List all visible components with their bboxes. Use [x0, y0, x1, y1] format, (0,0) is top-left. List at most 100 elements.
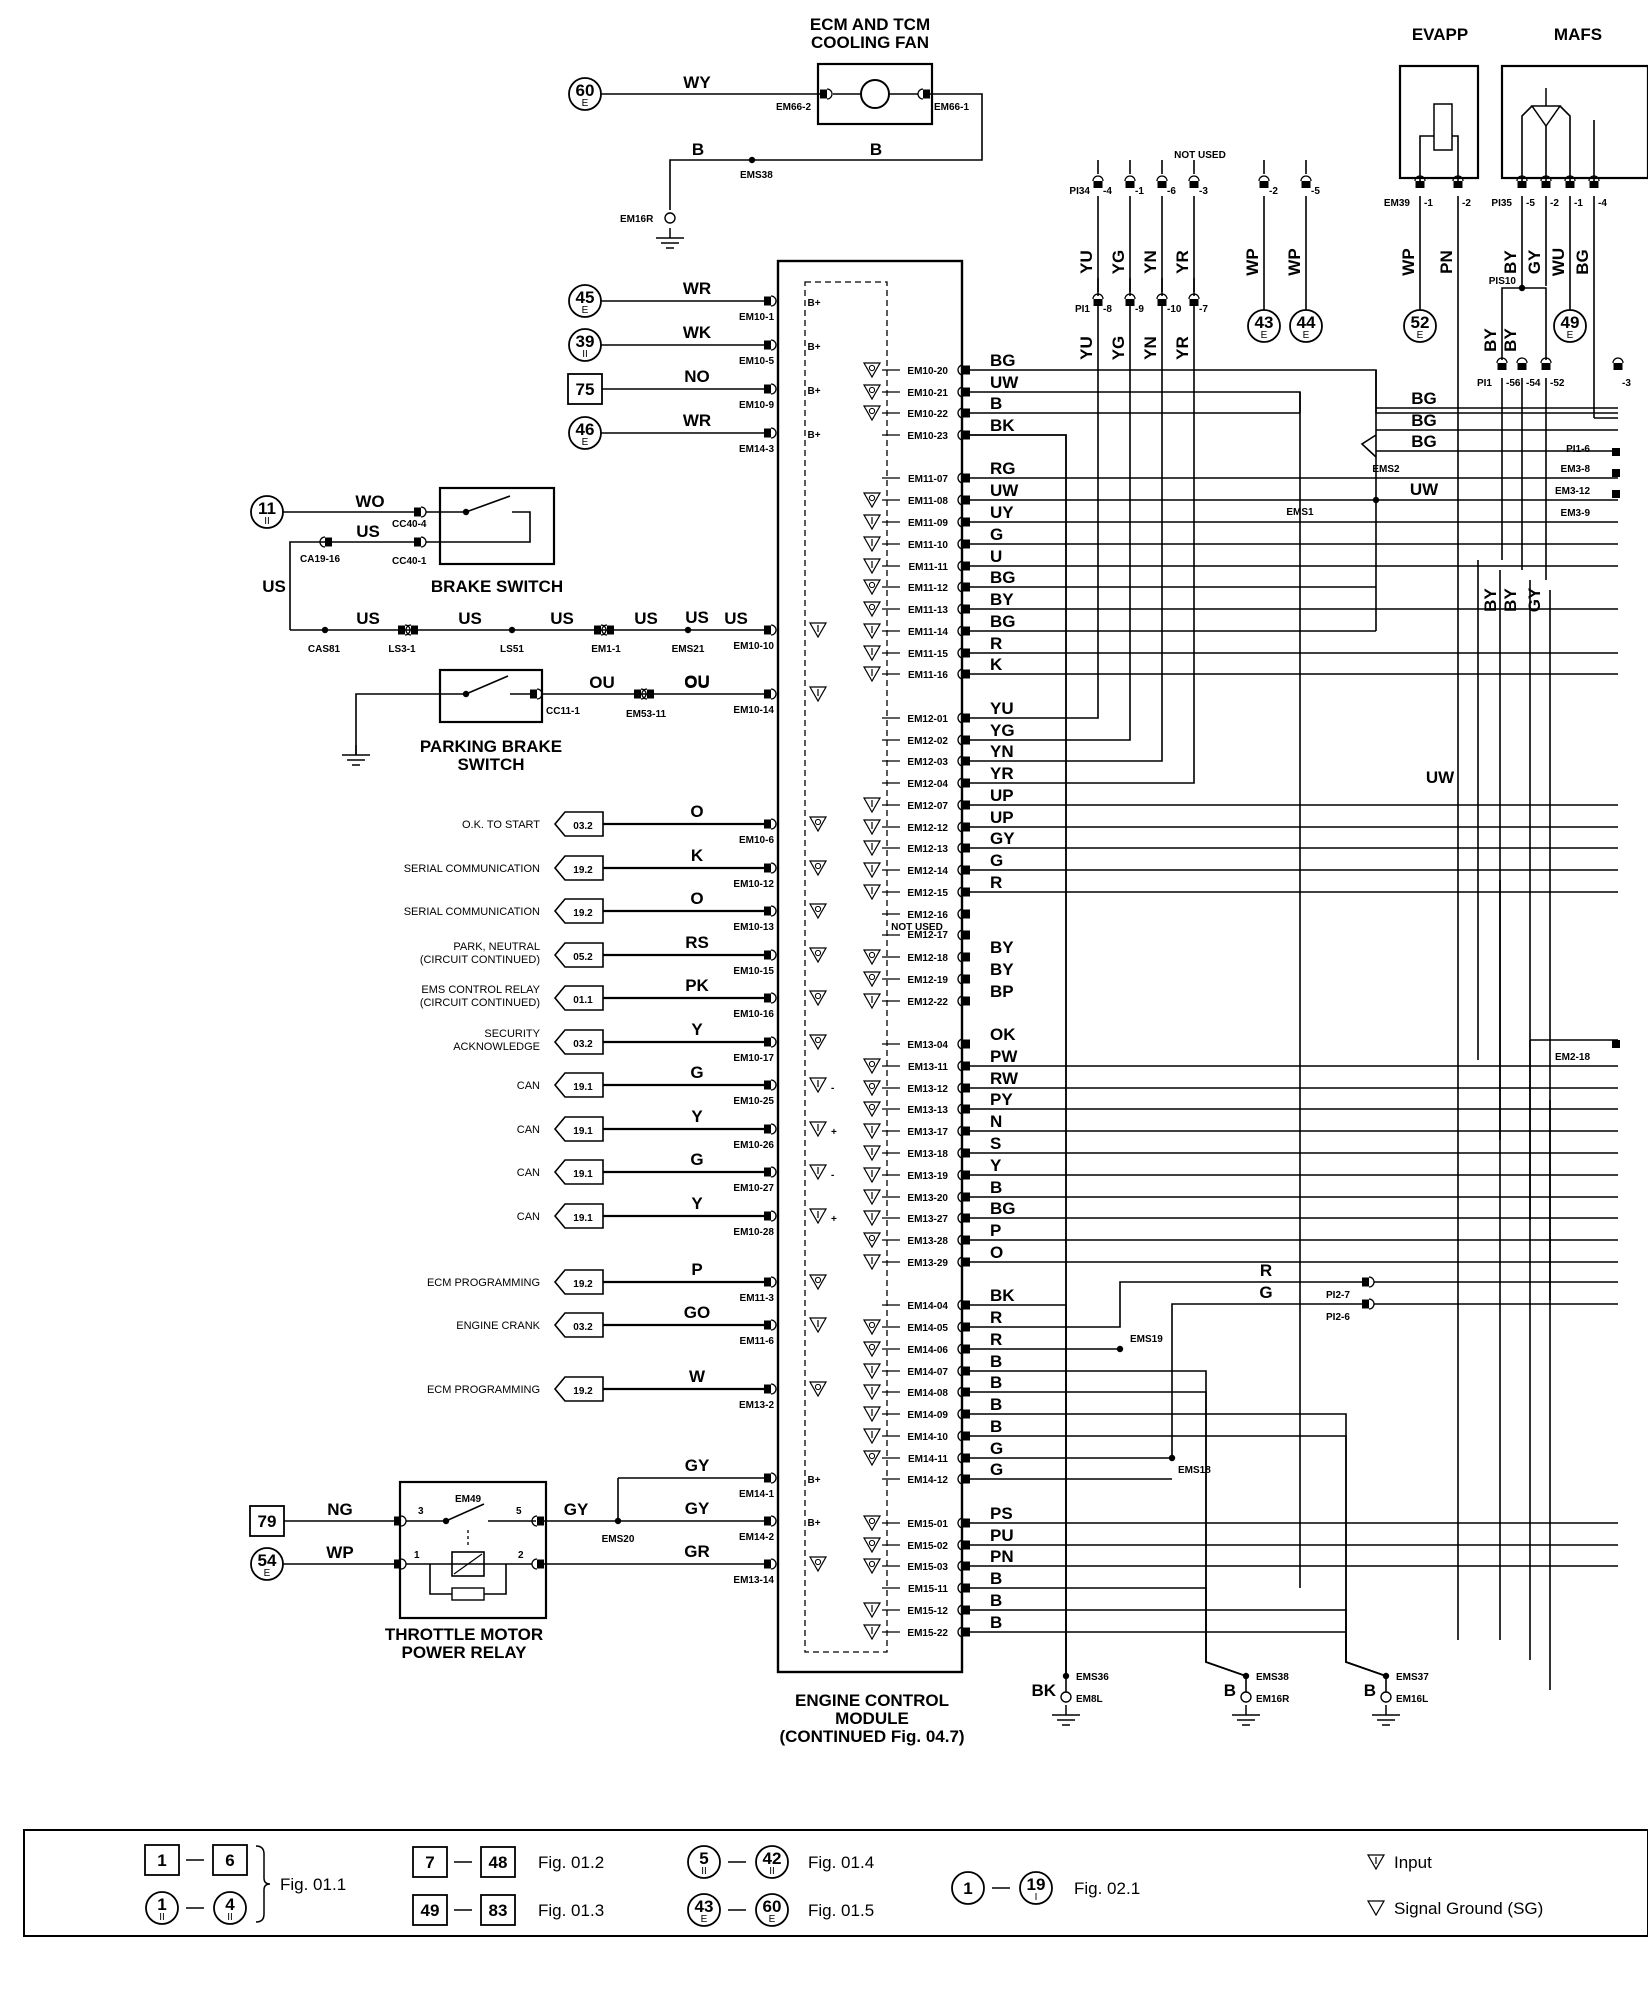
ecm-right-connector	[957, 364, 971, 376]
ecm-right-symbol	[863, 949, 881, 965]
ecm-right-pin-em14-06: EM14-06R	[863, 1330, 1002, 1357]
splice-ls51	[508, 626, 516, 634]
legend-range-1-6-to-num: 6	[225, 1851, 234, 1870]
ecm-left-pin-connector	[763, 1210, 777, 1222]
label-wp-relay: WP	[326, 1543, 353, 1562]
ecm-right-connector	[957, 864, 971, 876]
ecm-right-pin-label: EM14-11	[908, 1454, 948, 1465]
label-cc40-4: CC40-4	[392, 519, 427, 530]
ref-60-number: 60	[576, 81, 595, 100]
ecm-right-connector	[957, 1408, 971, 1420]
evapp-color-pn: PN	[1437, 250, 1456, 274]
ecm-right-connector	[957, 1038, 971, 1050]
label-cas81: CAS81	[308, 644, 341, 655]
ref-46: 46E	[568, 416, 602, 450]
evapp-title: EVAPP	[1412, 25, 1468, 44]
splice-ems21	[684, 626, 692, 634]
evapp-body	[1398, 64, 1480, 180]
pi1b-pin-num: -54	[1526, 378, 1541, 389]
mid-vertical-color: GY	[1525, 587, 1544, 612]
ecm-right-symbol	[863, 1624, 881, 1640]
legend-range-43-60-to-sub: E	[769, 1914, 776, 1925]
ecm-left-pin-connector	[763, 1123, 777, 1135]
ecm-right-symbol	[863, 1189, 881, 1205]
ecm-right-wire-color: RW	[990, 1069, 1019, 1088]
fan-title-2: COOLING FAN	[811, 33, 929, 52]
ecm-right-connector	[957, 407, 971, 419]
ecm-right-wire-color: UW	[990, 481, 1019, 500]
mafs-sensor-icon	[1530, 105, 1562, 128]
ecm-right-connector	[957, 755, 971, 767]
ecm-left-pin-label: EM14-2	[739, 1532, 774, 1543]
ecm-right-wire-color: GY	[990, 829, 1015, 848]
ecm-right-wire-color: B	[990, 1178, 1002, 1197]
label-ca19-16: CA19-16	[300, 554, 340, 565]
label-pis10: PIS10	[1489, 276, 1517, 287]
ecm-right-pin-label: EM13-04	[907, 1040, 948, 1051]
wire-color-label: US	[685, 608, 709, 627]
ecm-left-pin-connector	[763, 383, 777, 395]
legend-range-49-83-to-box	[480, 1894, 516, 1926]
legend-range-43-60-from-sub: E	[701, 1914, 708, 1925]
ecm-right-pin-label: EM11-14	[908, 627, 948, 638]
ecm-right-pin-em14-11: EM14-11 G	[863, 1439, 1003, 1466]
ref-52-circle	[1403, 309, 1437, 343]
label-ems21: EMS21	[672, 644, 705, 655]
ecm-right-pin-label: EM13-11	[908, 1062, 948, 1073]
mafs-body	[1500, 64, 1648, 180]
pi1b-pin	[1516, 357, 1528, 371]
circuit-ref-desc-2: (CIRCUIT CONTINUED)	[420, 997, 540, 1009]
mafs-lead	[1559, 105, 1571, 182]
ecm-right-symbol	[863, 601, 881, 617]
ecm-right-wire-color: R	[990, 634, 1002, 653]
ref-44-number: 44	[1297, 313, 1316, 332]
ecm-right-pin-label: EM12-02	[907, 736, 948, 747]
wire-color-label: GY	[685, 1456, 710, 1475]
ground-ems36-color: BK	[1031, 1681, 1056, 1700]
ecm-right-wire-color: B	[990, 1352, 1002, 1371]
mafs-color: BG	[1573, 249, 1592, 275]
ground-ems38-feed	[970, 1587, 1247, 1677]
ecm-left-pin-em10-12: EM10-12K	[691, 846, 827, 890]
label-gy-relay: GY	[564, 1500, 589, 1519]
ecm-right-connector	[957, 516, 971, 528]
label-em66-1: EM66-1	[934, 102, 969, 113]
ecm-right-pin-label: EM13-29	[907, 1258, 948, 1269]
wire-color-label: W	[689, 1367, 706, 1386]
circuit-ref-desc: ECM PROGRAMMING	[427, 1384, 540, 1396]
legend-fig-02-1: Fig. 02.1	[1074, 1879, 1140, 1898]
legend-range-1-19-to-num: 19	[1027, 1875, 1046, 1894]
ecm-right-wire-color: PU	[990, 1526, 1014, 1545]
ecm-right-wire-color: R	[990, 873, 1002, 892]
ecm-right-wire-color: G	[990, 1439, 1003, 1458]
ecm-right-pin-em10-22: EM10-22B	[863, 394, 1002, 421]
evapp-valve-icon	[1433, 103, 1453, 151]
fan-title-1: ECM AND TCM	[810, 15, 930, 34]
ecm-right-wire-color: BK	[990, 1286, 1015, 1305]
ref-54-sub: E	[264, 1568, 271, 1579]
ecm-right-wire-color: OK	[990, 1025, 1016, 1044]
ecm-right-connector	[957, 1169, 971, 1181]
ecm-right-symbol	[863, 1232, 881, 1248]
ecm-right-pin-label: EM14-09	[907, 1410, 948, 1421]
label-em53-11: EM53-11	[626, 709, 666, 720]
sensor-harness-section: NOT USED-4-1-6-3PI34-8-9-10-7PI1YUYUYGYG…	[1069, 25, 1648, 1640]
label-ls51: LS51	[500, 644, 524, 655]
pi34-pin-num: -6	[1167, 186, 1176, 197]
ecm-right-wire-color: PS	[990, 1504, 1013, 1523]
evapp-lead	[1419, 135, 1434, 182]
